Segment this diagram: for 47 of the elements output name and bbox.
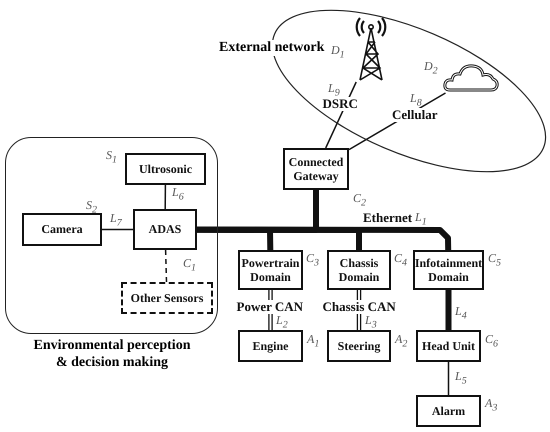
component-tag: A$_{3}$ [485, 397, 498, 414]
component-tag: D$_{2}$ [424, 60, 438, 76]
component-tag: S$_{1}$ [106, 149, 117, 166]
component-box: Camera [22, 213, 102, 246]
component-tag: C$_{4}$ [394, 252, 408, 268]
connector-line [446, 290, 452, 330]
group-heading: External network [217, 40, 326, 56]
group-heading: Environmental perception & decision making [32, 338, 192, 372]
component-tag: C$_{2}$ [353, 192, 366, 208]
component-box: Connected Gateway [283, 148, 349, 190]
link-tag: L$_{1}$ [415, 211, 427, 228]
bus-label: Ethernet [362, 211, 414, 226]
connector-line [197, 226, 452, 250]
component-tag: D$_{1}$ [331, 44, 345, 60]
connector-line [164, 185, 166, 209]
link-tag: L$_{3}$ [365, 314, 377, 330]
edge-label: Chassis CAN [322, 300, 397, 314]
link-tag: L$_{2}$ [276, 314, 288, 330]
component-box: Chassis Domain [327, 250, 391, 290]
component-box: Infotainment Domain [413, 250, 484, 290]
connector-line [164, 250, 168, 282]
edge-label: Power CAN [236, 300, 304, 314]
component-tag: C$_{6}$ [485, 333, 498, 350]
component-tag: C$_{1}$ [183, 257, 196, 274]
connector-line [102, 228, 133, 230]
edge-label: Cellular [391, 108, 438, 122]
link-tag: L$_{8}$ [410, 92, 422, 108]
component-box: Head Unit [416, 330, 481, 362]
link-tag: L$_{5}$ [455, 370, 467, 386]
component-tag: A$_{2}$ [395, 333, 408, 350]
edge-label: DSRC [322, 97, 359, 112]
connector-line [448, 362, 450, 395]
link-tag: L$_{9}$ [328, 82, 340, 98]
component-tag: C$_{5}$ [488, 252, 502, 268]
component-tag: C$_{3}$ [306, 252, 320, 268]
component-box: Alarm [416, 395, 481, 427]
component-box: Powertrain Domain [238, 250, 303, 290]
link-tag: L$_{7}$ [110, 212, 122, 228]
component-box: Other Sensors [121, 282, 213, 314]
component-box: ADAS [133, 209, 197, 250]
component-box: Steering [327, 330, 391, 362]
link-tag: L$_{4}$ [455, 305, 467, 322]
component-box: Engine [238, 330, 303, 362]
component-tag: S$_{2}$ [86, 199, 97, 216]
component-tag: A$_{1}$ [307, 333, 320, 350]
link-tag: L$_{6}$ [172, 186, 184, 202]
component-box: Ultrosonic [125, 153, 206, 185]
